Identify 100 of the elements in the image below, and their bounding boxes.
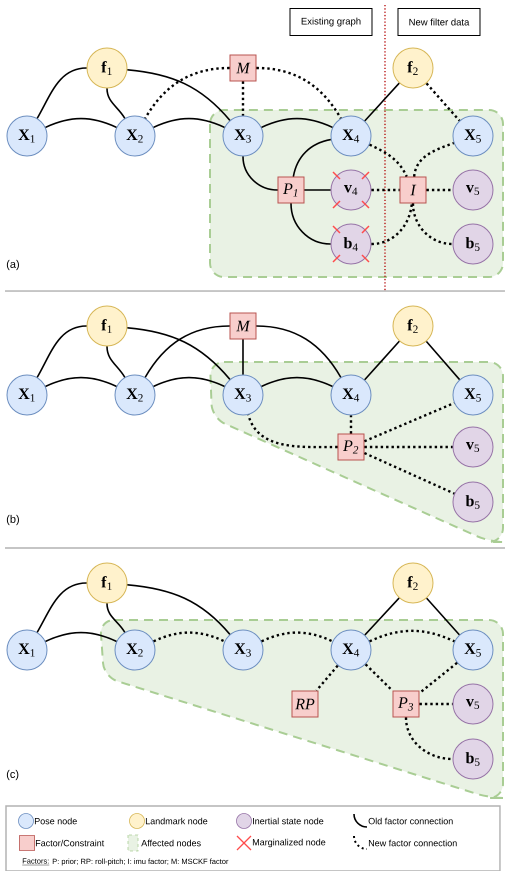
- factor-connection: [106, 346, 126, 378]
- legend-text: Affected nodes: [141, 840, 201, 846]
- factor-connection: [261, 118, 333, 128]
- factor-connection: [106, 603, 126, 633]
- factor-connection: [369, 144, 408, 178]
- factor-connection: [404, 717, 453, 760]
- factor-connection: [371, 203, 413, 246]
- factor-connection: [45, 632, 117, 642]
- factor-connection: [144, 325, 230, 378]
- factor-connection: [36, 582, 87, 633]
- legend-text: Marginalized node: [252, 838, 326, 848]
- factor-box: RP: [292, 690, 318, 718]
- pose-node: X$_{2}$: [114, 630, 156, 670]
- factor-connection: [256, 66, 342, 119]
- factor-connection: [426, 188, 452, 192]
- landmark-node: f$_{2}$: [392, 562, 434, 604]
- factor-connection: [369, 630, 455, 642]
- factor-connection: [364, 340, 400, 380]
- factor-connection: [364, 82, 400, 122]
- header-box: New filter data: [398, 8, 480, 36]
- factor-connection: [413, 142, 454, 177]
- header-box: Existing graph: [290, 8, 372, 36]
- factor-connection: [426, 340, 460, 380]
- factor-connection: [418, 662, 458, 694]
- factor-connection: [290, 203, 331, 245]
- factor-box: P$_{3}$: [392, 690, 420, 718]
- legend-text: Pose node: [34, 818, 77, 824]
- pose-node: X$_{5}$: [452, 374, 494, 416]
- landmark-node: f$_{1}$: [86, 562, 128, 604]
- pose-node: X$_{2}$: [114, 374, 156, 416]
- factor-connection: [261, 631, 333, 642]
- factor-connection: [45, 118, 117, 128]
- inertial-state-node: v$_{5}$: [452, 170, 494, 210]
- factor-connection: [292, 138, 331, 177]
- factor-connection: [364, 664, 394, 692]
- factor-box: M: [230, 312, 256, 340]
- factor-connection: [242, 82, 244, 116]
- pose-node: X$_{4}$: [330, 116, 372, 156]
- pose-node: X$_{1}$: [6, 116, 48, 156]
- inertial-state-node: v$_{4}$: [330, 170, 372, 210]
- factor-connection: [242, 340, 244, 374]
- pose-node: X$_{5}$: [452, 116, 494, 156]
- legend-text: Inertial state node: [253, 818, 324, 824]
- pose-node: X$_{1}$: [6, 630, 48, 670]
- factor-connection: [420, 702, 452, 706]
- pose-node: X$_{3}$: [222, 630, 264, 670]
- inertial-state-node: v$_{5}$: [452, 426, 494, 468]
- factor-connection: [256, 325, 342, 378]
- panel-label: (a): [6, 260, 19, 270]
- landmark-node: f$_{2}$: [392, 48, 434, 88]
- factor-connection: [364, 598, 400, 636]
- factor-connection: [247, 414, 338, 448]
- legend-text: Old factor connection: [368, 818, 453, 824]
- factor-connection: [153, 118, 225, 128]
- factor-connection: [364, 402, 455, 442]
- pose-node: X$_{3}$: [222, 116, 264, 156]
- factor-connection: [36, 325, 87, 378]
- landmark-node: f$_{1}$: [86, 48, 128, 88]
- landmark-node: f$_{1}$: [86, 306, 128, 346]
- factor-box: M: [230, 54, 256, 82]
- landmark-node: f$_{2}$: [392, 306, 434, 346]
- legend-text: New factor connection: [368, 840, 457, 846]
- pose-node: X$_{5}$: [452, 630, 494, 670]
- panel-label: (c): [6, 770, 18, 780]
- inertial-state-node: b$_{5}$: [452, 224, 494, 264]
- factor-connection: [372, 188, 400, 192]
- factor-connection: [36, 67, 87, 119]
- legend-text: Factor/Constraint: [36, 840, 104, 846]
- factor-connection: [127, 69, 230, 121]
- factor-connection: [127, 584, 230, 635]
- factor-connection: [316, 664, 339, 692]
- factor-box: P$_{1}$: [278, 176, 304, 204]
- pose-node: X$_{2}$: [114, 116, 156, 156]
- inertial-state-node: b$_{4}$: [330, 224, 372, 264]
- inertial-state-node: b$_{5}$: [452, 482, 494, 522]
- pose-node: X$_{4}$: [330, 374, 372, 416]
- factor-connection: [242, 156, 278, 191]
- factor-box: P$_{2}$: [338, 434, 364, 460]
- factor-connection: [364, 452, 455, 495]
- factor-box: I: [400, 176, 426, 204]
- factor-connection: [426, 598, 460, 636]
- pose-node: X$_{1}$: [6, 374, 48, 416]
- inertial-state-node: v$_{5}$: [452, 684, 494, 724]
- factor-connection: [364, 446, 452, 448]
- factor-connection: [261, 376, 333, 388]
- factor-connection: [426, 82, 460, 122]
- factor-connection: [153, 631, 225, 642]
- factor-connection: [304, 189, 330, 191]
- factor-connection: [45, 376, 117, 388]
- legend-text: Landmark node: [146, 818, 208, 824]
- factor-connection: [350, 416, 352, 434]
- factor-connection: [412, 203, 453, 246]
- panel-label: (b): [6, 514, 19, 526]
- factor-connection: [144, 66, 230, 119]
- pose-node: X$_{4}$: [330, 630, 372, 670]
- factor-connection: [106, 88, 126, 119]
- factor-connection: [153, 376, 225, 388]
- pose-node: X$_{3}$: [222, 374, 264, 416]
- factor-connection: [127, 327, 230, 380]
- inertial-state-node: b$_{5}$: [452, 738, 494, 780]
